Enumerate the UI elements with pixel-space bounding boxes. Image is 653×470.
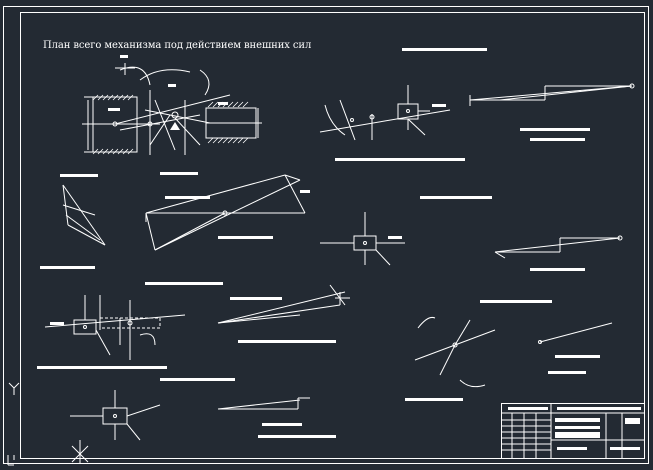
lever-diagram xyxy=(414,317,496,388)
force-line-5 xyxy=(538,322,613,344)
drawing-title: План всего механизма под действием внешн… xyxy=(43,40,312,51)
ucs-y-icon xyxy=(7,382,20,466)
inner-frame xyxy=(20,12,645,459)
slider-force-plan xyxy=(319,85,451,141)
crosshair-icon xyxy=(71,440,89,463)
slider-block-3 xyxy=(44,295,186,360)
mechanism-plan xyxy=(82,63,262,155)
outer-frame xyxy=(3,6,649,464)
force-polygon-4 xyxy=(217,284,350,324)
force-polygon-3 xyxy=(494,235,623,259)
small-force-triangle xyxy=(62,184,106,246)
title-block xyxy=(501,403,645,459)
slider-block-4 xyxy=(70,390,161,441)
force-polygon-1 xyxy=(469,83,635,106)
label-bars xyxy=(37,48,600,438)
force-polygon-2 xyxy=(145,174,306,251)
slider-block-2 xyxy=(320,212,405,266)
force-polygon-6 xyxy=(217,397,310,410)
